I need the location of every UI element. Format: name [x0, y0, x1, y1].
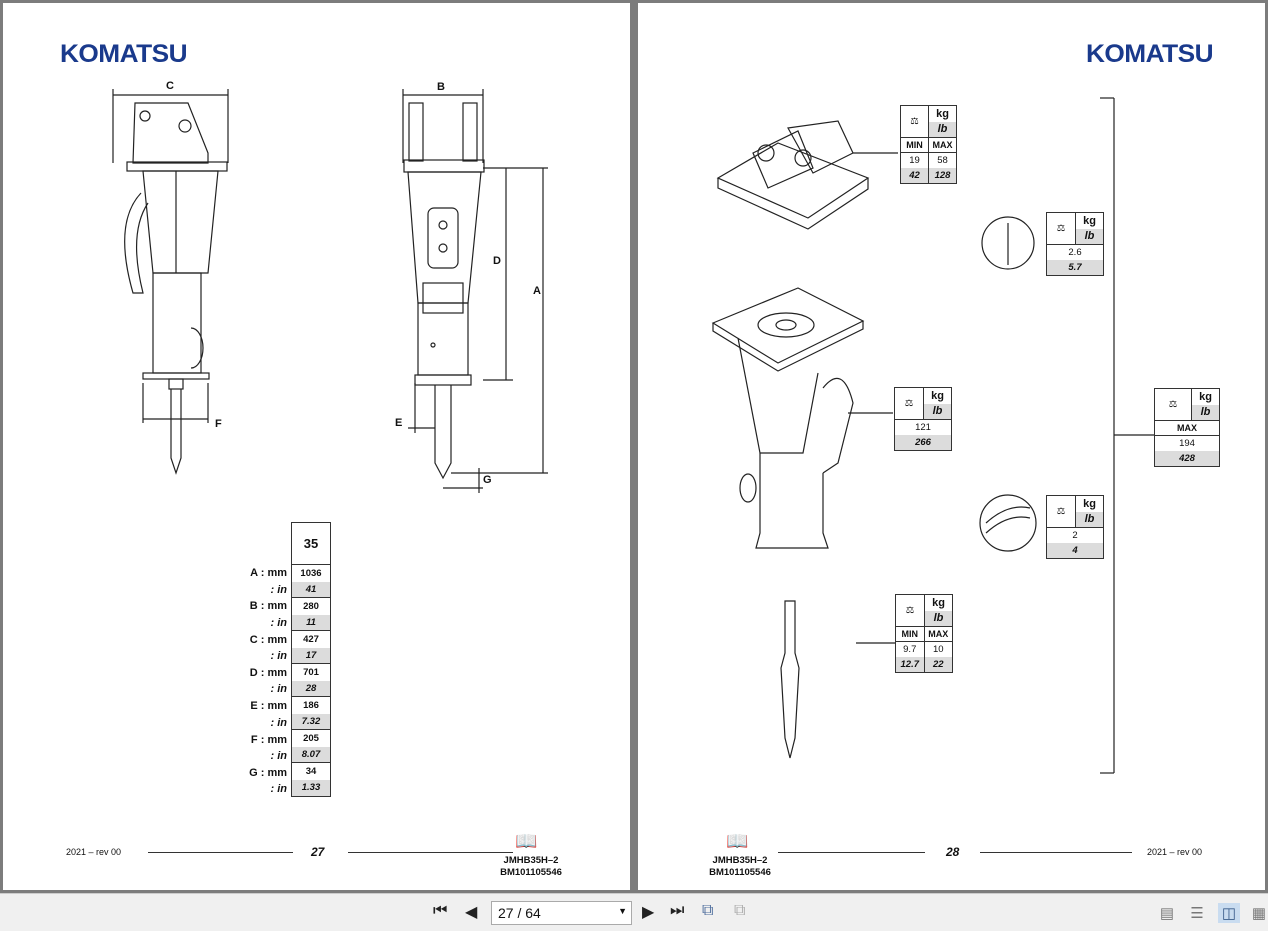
breaker-side-view-drawing — [112, 89, 548, 493]
dim-row-label-mm: A : mm — [250, 567, 287, 579]
dim-row-label-in: : in — [270, 616, 288, 629]
model-header: 35 — [292, 523, 330, 565]
dim-mm-value: 34 — [305, 765, 317, 777]
dim-in-value: 11 — [292, 614, 330, 631]
dim-row-label-mm: C : mm — [249, 633, 287, 646]
dimensions-table: 35 1036 41 280 11 427 17 701 28 186 7.32 205 8.07 34… — [291, 522, 331, 797]
page-27: KOMATSU C B D A E F G A : mm : in B : mm : … — [3, 3, 630, 890]
components-drawing — [711, 97, 1154, 774]
dim-mm-value: 205 — [303, 732, 319, 744]
continuous-view-icon[interactable]: ☰ — [1190, 905, 1204, 922]
komatsu-logo: KOMATSU — [59, 40, 188, 68]
dim-in-value: 7.32 — [292, 713, 330, 730]
page-number: 27 — [311, 845, 325, 859]
dim-mm-value: 427 — [303, 633, 319, 645]
dim-row-label-in: : in — [270, 583, 288, 596]
dim-label-a: A — [533, 285, 541, 297]
weight-icon: ⚖ — [895, 388, 924, 419]
dim-in-value: 8.07 — [292, 746, 330, 763]
dim-row-label-mm: E : mm — [250, 700, 287, 713]
dim-row-label-mm: G : mm — [249, 766, 287, 779]
manual-info-icon: 📖 — [726, 831, 749, 851]
dim-mm-value: 280 — [303, 600, 319, 612]
two-page-view-icon[interactable]: ◫ — [1218, 903, 1240, 923]
dim-in-value: 41 — [292, 581, 330, 598]
manual-info-icon: 📖 — [515, 831, 538, 851]
go-forward-icon[interactable]: ⧉ — [734, 902, 746, 919]
dim-label-d: D — [493, 255, 501, 267]
dim-label-e: E — [395, 417, 403, 429]
dim-row-label-in: : in — [270, 683, 288, 696]
go-back-icon[interactable]: ⧉ — [702, 902, 714, 919]
dim-mm-value: 1036 — [300, 567, 322, 579]
page-number: 28 — [946, 845, 960, 859]
previous-page-button[interactable]: ◀ — [465, 904, 478, 921]
dim-row-label-in: : in — [270, 716, 288, 729]
dim-row-label-in: : in — [270, 750, 288, 762]
weight-icon: ⚖ — [901, 106, 929, 137]
page-selector[interactable]: 27 / 64▼ — [491, 901, 632, 925]
weight-icon: ⚖ — [1047, 496, 1076, 527]
dim-label-b: B — [437, 81, 445, 93]
dim-label-g: G — [483, 474, 492, 486]
revision-text: 2021 – rev 00 — [66, 847, 122, 857]
dim-label-c: C — [166, 80, 174, 92]
single-page-view-icon[interactable]: ▤ — [1159, 905, 1175, 922]
first-page-button[interactable]: ⏮ — [433, 902, 448, 919]
dim-row-label-mm: F : mm — [250, 733, 287, 746]
dim-row-label-in: : in — [270, 783, 288, 796]
dim-row-label-mm: D : mm — [249, 666, 287, 679]
two-page-continuous-view-icon[interactable]: ▦ — [1251, 905, 1267, 922]
dim-mm-value: 186 — [303, 699, 319, 711]
weight-icon: ⚖ — [896, 595, 925, 626]
weight-icon: ⚖ — [1047, 213, 1076, 244]
last-page-button[interactable]: ⏭ — [670, 902, 685, 919]
dim-mm-value: 701 — [303, 666, 319, 678]
revision-text: 2021 – rev 00 — [1147, 847, 1203, 857]
dim-row-label-mm: B : mm — [249, 600, 287, 613]
weight-icon: ⚖ — [1155, 389, 1192, 420]
chevron-down-icon: ▼ — [618, 906, 627, 916]
viewer-toolbar: ⏮ ◀ 27 / 64▼ ▶ ⏭ ⧉ ⧉ ▤ ☰ ◫ ▦ — [0, 893, 1268, 931]
next-page-button[interactable]: ▶ — [642, 904, 655, 921]
dim-in-value: 17 — [292, 647, 330, 664]
dim-label-f: F — [215, 418, 222, 430]
dim-in-value: 28 — [292, 680, 330, 697]
dim-in-value: 1.33 — [292, 779, 330, 796]
komatsu-logo: KOMATSU — [1085, 40, 1214, 68]
dim-row-label-in: : in — [270, 650, 288, 663]
